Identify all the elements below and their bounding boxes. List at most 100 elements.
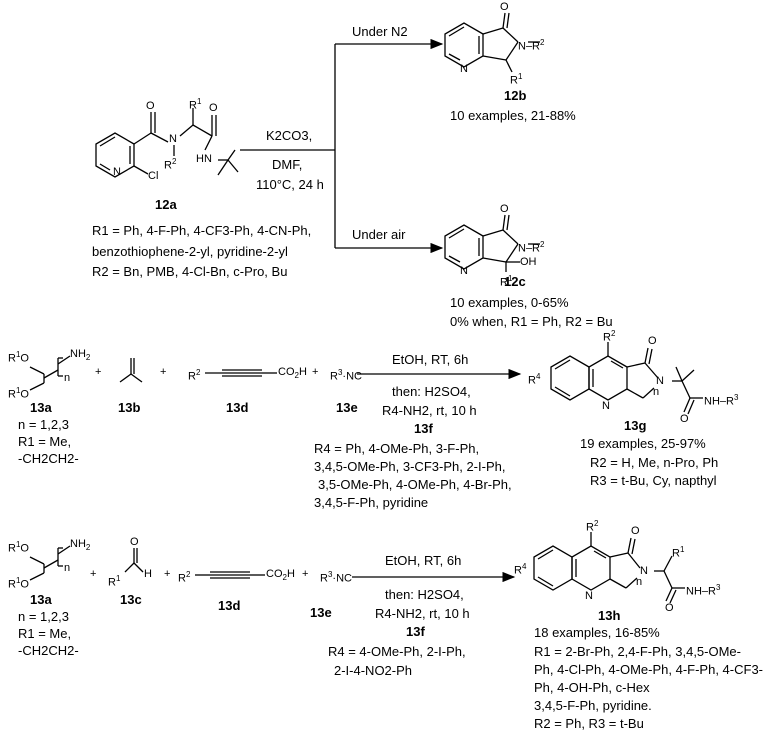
plus-5: +	[164, 568, 171, 580]
atom-N-13h: N	[585, 590, 593, 602]
condition-step3-bottom: R4-NH2, rt, 10 h	[375, 606, 470, 621]
compound-label-13d-top: 13d	[226, 400, 249, 415]
13h-r1-line2: Ph, 4-Cl-Ph, 4-OMe-Ph, 4-F-Ph, 4-CF3-	[534, 662, 763, 677]
atom-R2-12a: R2	[164, 157, 177, 172]
atom-R3NC-top: R3·NC	[330, 368, 362, 383]
r1-substituents-line1: R1 = Ph, 4-F-Ph, 4-CF3-Ph, 4-CN-Ph,	[92, 223, 312, 238]
atom-N2-13h: N	[640, 565, 648, 577]
yield-12b: 10 examples, 21-88%	[450, 108, 576, 123]
atom-O2-12a: O	[209, 102, 218, 114]
plus-2: +	[160, 366, 167, 378]
condition-step3-top: R4-NH2, rt, 10 h	[382, 403, 477, 418]
atom-CO2H-13d-bottom: CO2H	[266, 568, 295, 583]
compound-label-13c: 13c	[120, 592, 142, 607]
compound-label-12c: 12c	[504, 274, 526, 289]
13a-r1-bottom: R1 = Me,	[18, 626, 72, 641]
reagent-base: K2CO3,	[266, 128, 313, 143]
arrow-label-air: Under air	[352, 227, 406, 242]
split-arrow	[240, 38, 444, 254]
atom-R1-13c: R1	[108, 574, 121, 589]
plus-1: +	[95, 366, 102, 378]
atom-n-13a-top: n	[64, 372, 71, 384]
atom-R2-13g: R2	[603, 329, 616, 344]
atom-R4-13h: R4	[514, 562, 527, 577]
atom-R2-13d-top: R2	[188, 368, 201, 383]
atom-R1-12c: R1	[500, 274, 513, 289]
atom-R2-13h: R2	[586, 519, 599, 534]
yield-13h: 18 examples, 16-85%	[534, 625, 660, 640]
atom-R1-13h: R1	[672, 545, 685, 560]
atom-R2-13d-bottom: R2	[178, 570, 191, 585]
molecule-12b	[444, 12, 540, 73]
atom-R1O2-13a-top: R1O	[8, 386, 29, 401]
atom-N-12b: N	[460, 63, 468, 75]
atom-R1O2-13a-bottom: R1O	[8, 576, 29, 591]
arrow-label-n2: Under N2	[352, 24, 408, 39]
atom-NR2-12c: N–R2	[518, 240, 545, 255]
atom-NHR3-13h: NH–R3	[686, 583, 721, 598]
atom-CO2H-13d-top: CO2H	[278, 366, 307, 381]
13h-r1-line3: Ph, 4-OH-Ph, c-Hex	[534, 680, 650, 695]
atom-O2-13g: O	[680, 413, 689, 425]
compound-label-12a: 12a	[155, 197, 177, 212]
atom-O-13c: O	[130, 536, 139, 548]
atom-O-12b: O	[500, 1, 509, 13]
r4-bottom-line2: 2-I-4-NO2-Ph	[334, 663, 413, 678]
molecule-12a	[95, 108, 239, 178]
atom-NH-12a: HN	[196, 153, 212, 165]
condition-step2-bottom: then: H2SO4,	[385, 587, 464, 602]
molecule-13h	[533, 532, 685, 604]
atom-R1-12b: R1	[510, 72, 523, 87]
compound-label-13e-top: 13e	[336, 400, 358, 415]
condition-step2-top: then: H2SO4,	[392, 384, 471, 399]
13g-r2: R2 = H, Me, n-Pro, Ph	[590, 455, 719, 470]
atom-N2-13g: N	[656, 375, 664, 387]
condition-step1-top: EtOH, RT, 6h	[392, 352, 469, 367]
r4-line3: 3,5-OMe-Ph, 4-OMe-Ph, 4-Br-Ph,	[318, 477, 512, 492]
compound-label-13e-bottom: 13e	[310, 605, 332, 620]
plus-6: +	[302, 568, 309, 580]
atom-O1-13g: O	[648, 335, 657, 347]
13g-r3: R3 = t-Bu, Cy, napthyl	[590, 473, 717, 488]
atom-O2-13h: O	[665, 602, 674, 614]
atom-O1-12a: O	[146, 100, 155, 112]
r4-line1: R4 = Ph, 4-OMe-Ph, 3-F-Ph,	[314, 441, 480, 456]
atom-NHR3-13g: NH–R3	[704, 393, 739, 408]
compound-label-13f-bottom: 13f	[406, 624, 425, 639]
molecule-13d-top	[205, 369, 277, 377]
r1-substituents-line2: benzothiophene-2-yl, pyridine-2-yl	[92, 244, 288, 259]
atom-O1-13h: O	[631, 525, 640, 537]
yield-12c: 10 examples, 0-65%	[450, 295, 569, 310]
compound-label-13d-bottom: 13d	[218, 598, 241, 613]
molecule-12c	[444, 214, 540, 272]
atom-R4-13g: R4	[528, 372, 541, 387]
condition-step1-bottom: EtOH, RT, 6h	[385, 553, 462, 568]
reaction-conditions: 110°C, 24 h	[256, 177, 324, 192]
13h-r1-line1: R1 = 2-Br-Ph, 2,4-F-Ph, 3,4,5-OMe-	[534, 644, 741, 659]
yield-13g: 19 examples, 25-97%	[580, 436, 706, 451]
molecule-13a-bottom	[29, 545, 71, 581]
atom-N2-12a: N	[169, 133, 177, 145]
13a-r1b-bottom: -CH2CH2-	[18, 643, 79, 658]
atom-N-12a: N	[113, 166, 121, 178]
r2-substituents: R2 = Bn, PMB, 4-Cl-Bn, c-Pro, Bu	[92, 264, 288, 279]
13h-r1-line4: 3,4,5-F-Ph, pyridine.	[534, 698, 652, 713]
13a-r1-top: R1 = Me,	[18, 434, 72, 449]
atom-R1-12a: R1	[189, 97, 202, 112]
compound-label-13a-bottom: 13a	[30, 592, 52, 607]
atom-NR2-12b: N–R2	[518, 38, 545, 53]
plus-4: +	[90, 568, 97, 580]
13a-n-bottom: n = 1,2,3	[18, 609, 69, 624]
atom-N-12c: N	[460, 265, 468, 277]
compound-label-13g: 13g	[624, 418, 647, 433]
molecule-13b	[119, 358, 143, 383]
compound-label-12b: 12b	[504, 88, 527, 103]
13h-r2-r3: R2 = Ph, R3 = t-Bu	[534, 716, 644, 731]
compound-label-13a-top: 13a	[30, 400, 52, 415]
atom-n-13a-bottom: n	[64, 562, 71, 574]
atom-O-12c: O	[500, 203, 509, 215]
molecule-13g	[550, 342, 703, 415]
atom-NH2-13a-top: NH2	[70, 348, 91, 363]
molecule-13d-bottom	[195, 571, 265, 579]
